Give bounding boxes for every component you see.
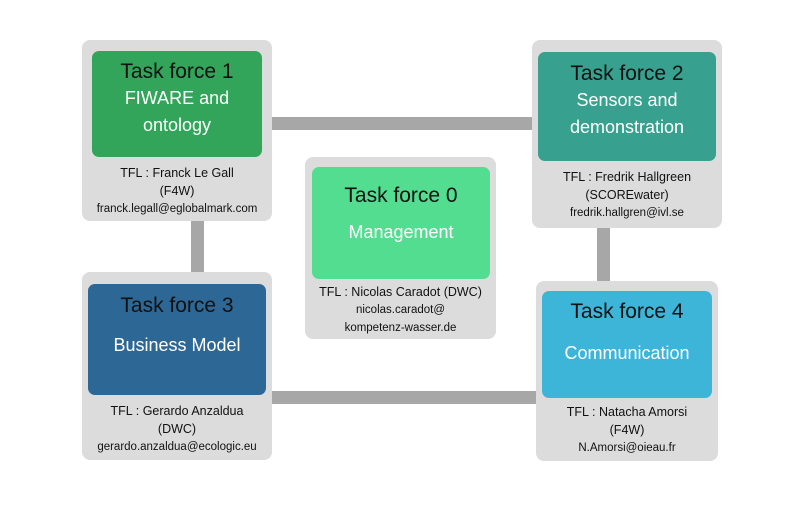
task-force-4-title: Task force 4 bbox=[570, 300, 684, 323]
task-force-3-subtitle: Business Model bbox=[113, 335, 241, 355]
task-force-4-email[interactable]: N.Amorsi@oieau.fr bbox=[578, 442, 676, 454]
task-force-0-lead: TFL : Nicolas Caradot (DWC) bbox=[319, 285, 482, 299]
connector-tf3-tf4 bbox=[268, 391, 538, 404]
task-force-1-info: TFL : Franck Le Gall (F4W) franck.legall… bbox=[82, 164, 272, 218]
task-force-0-header: Task force 0 Management bbox=[312, 167, 490, 279]
task-force-1-lead: TFL : Franck Le Gall bbox=[120, 166, 234, 180]
task-force-3-org: (DWC) bbox=[157, 422, 197, 436]
task-force-2-subtitle-line2: demonstration bbox=[569, 117, 685, 137]
task-force-3-info: TFL : Gerardo Anzaldua (DWC) gerardo.anz… bbox=[82, 402, 272, 456]
connector-tf1-tf2 bbox=[268, 117, 534, 130]
task-force-1-org: (F4W) bbox=[159, 184, 195, 198]
task-force-2-org: (SCOREwater) bbox=[585, 188, 669, 202]
task-force-0-title: Task force 0 bbox=[344, 184, 458, 207]
task-force-0-email-line1[interactable]: nicolas.caradot@ bbox=[355, 304, 446, 316]
task-force-2-title: Task force 2 bbox=[570, 62, 684, 85]
task-force-3-card: Task force 3 Business Model TFL : Gerard… bbox=[82, 272, 272, 460]
task-force-1-header: Task force 1 FIWARE and ontology bbox=[92, 51, 262, 157]
task-force-2-header: Task force 2 Sensors and demonstration bbox=[538, 52, 716, 161]
task-force-1-subtitle-line2: ontology bbox=[142, 115, 212, 135]
task-force-2-subtitle-line1: Sensors and bbox=[576, 90, 678, 110]
task-force-1-subtitle-line1: FIWARE and bbox=[124, 88, 230, 108]
task-force-2-card: Task force 2 Sensors and demonstration T… bbox=[532, 40, 722, 228]
task-force-3-header: Task force 3 Business Model bbox=[88, 284, 266, 395]
task-force-3-email[interactable]: gerardo.anzaldua@ecologic.eu bbox=[97, 441, 257, 453]
task-force-0-info: TFL : Nicolas Caradot (DWC) nicolas.cara… bbox=[305, 283, 496, 337]
task-force-0-email-line2[interactable]: kompetenz-wasser.de bbox=[344, 322, 457, 334]
task-force-1-title: Task force 1 bbox=[120, 60, 234, 83]
task-force-2-info: TFL : Fredrik Hallgreen (SCOREwater) fre… bbox=[532, 168, 722, 222]
task-force-4-card: Task force 4 Communication TFL : Natacha… bbox=[536, 281, 718, 461]
task-force-4-info: TFL : Natacha Amorsi (F4W) N.Amorsi@oiea… bbox=[536, 403, 718, 457]
task-force-4-header: Task force 4 Communication bbox=[542, 291, 712, 398]
task-force-4-org: (F4W) bbox=[609, 423, 645, 437]
task-force-2-lead: TFL : Fredrik Hallgreen bbox=[562, 170, 692, 184]
connector-tf1-tf3 bbox=[191, 220, 204, 272]
task-force-0-card: Task force 0 Management TFL : Nicolas Ca… bbox=[305, 157, 496, 339]
task-force-4-subtitle: Communication bbox=[564, 343, 690, 363]
task-force-4-lead: TFL : Natacha Amorsi bbox=[566, 405, 688, 419]
task-force-1-card: Task force 1 FIWARE and ontology TFL : F… bbox=[82, 40, 272, 221]
task-force-0-subtitle: Management bbox=[348, 222, 454, 242]
task-force-3-title: Task force 3 bbox=[120, 294, 234, 317]
task-force-2-email[interactable]: fredrik.hallgren@ivl.se bbox=[570, 207, 684, 219]
task-force-3-lead: TFL : Gerardo Anzaldua bbox=[110, 404, 244, 418]
connector-tf2-tf4 bbox=[597, 228, 610, 281]
task-force-1-email[interactable]: franck.legall@eglobalmark.com bbox=[96, 203, 258, 215]
